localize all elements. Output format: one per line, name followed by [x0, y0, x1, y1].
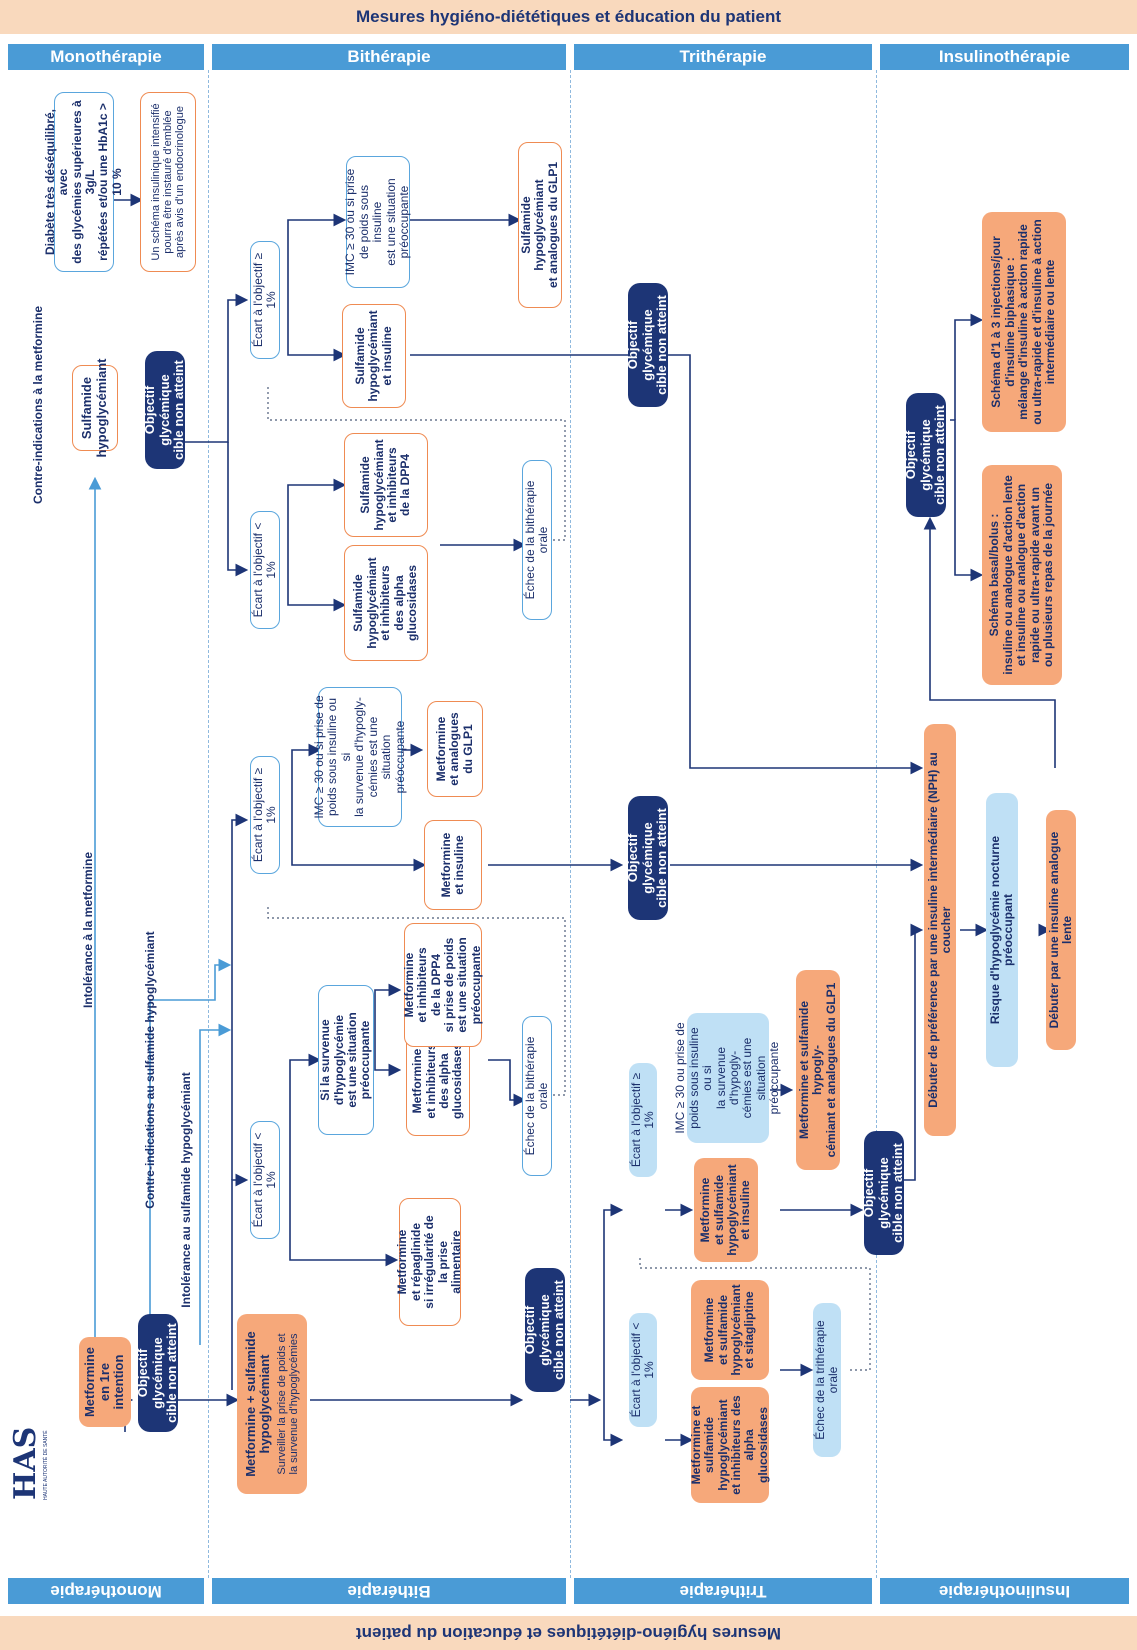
footer-monotherapie: Monothérapie	[8, 1578, 204, 1604]
node-biphasique: Schéma d'1 à 3 injections/jour d'insulin…	[982, 212, 1066, 432]
node-objectif-bitherapie: Objectif glycémique cible non atteint	[522, 1268, 566, 1392]
node-echec-bitherapie-met: Échec de la bithérapie orale	[522, 1016, 552, 1176]
node-objectif-bi-sulfamide: Objectif glycémique cible non atteint	[625, 283, 669, 407]
label-intol-metformine: Intolérance à la metformine	[81, 851, 95, 1009]
label-ecart-ge1-tri: Écart à l'objectif ≥ 1%	[629, 1063, 657, 1177]
label-ecart-lt1-met: Écart à l'objectif < 1%	[250, 1121, 280, 1239]
node-metformine-repaglinide: Metformine et répaglinide si irrégularit…	[395, 1198, 463, 1326]
node-objectif-mono: Objectif glycémique cible non atteint	[135, 1314, 179, 1432]
label-ecart-ge1-sulf: Écart à l'objectif ≥ 1%	[250, 241, 280, 359]
node-risque-hypoglycemie: Risque d'hypoglycémie nocturne préoccupa…	[986, 793, 1018, 1067]
footer-insulinotherapie: Insulinothérapie	[880, 1578, 1129, 1604]
node-tri-sitagliptine: Metformine et sulfamide hypoglycémiant e…	[691, 1280, 769, 1380]
column-separator	[570, 70, 571, 1578]
node-si-hypoglycemie: Si la survenue d'hypoglycémie est une si…	[318, 985, 374, 1135]
footer-tritherapie: Trithérapie	[574, 1578, 872, 1604]
node-metformine-sulfamide: Metformine + sulfamide hypoglycémiant Su…	[237, 1314, 307, 1494]
node-echec-tritherapie: Échec de la trithérapie orale	[813, 1303, 841, 1457]
header-tritherapie: Trithérapie	[574, 44, 872, 70]
node-diabete-desequilibre: Diabète très déséquilibré, avec des glyc…	[43, 92, 124, 272]
node-metformine-glp1: Metformine et analogues du GLP1	[427, 701, 483, 797]
label-ecart-ge1-met: Écart à l'objectif ≥ 1%	[250, 756, 280, 874]
label-intol-sulfamide: Intolérance au sulfamide hypoglycémiant	[179, 1072, 193, 1308]
node-basal-bolus: Schéma basal/bolus : insuline ou analogu…	[982, 465, 1062, 685]
node-objectif-tritherapie: Objectif glycémique cible non atteint	[861, 1131, 905, 1255]
node-tri-alpha: Metformine et sulfamide hypoglycémiant e…	[689, 1387, 770, 1503]
node-schema-intensifie: Un schéma insulinique intensifié pourra …	[140, 92, 196, 272]
banner-bottom: Mesures hygiéno-diététiques et éducation…	[0, 1616, 1137, 1650]
node-tri-insuline: Metformine et sulfamide hypoglycémiant e…	[694, 1158, 758, 1262]
node-debuter-lente: Débuter par une insuline analogue lente	[1046, 810, 1076, 1050]
node-echec-bitherapie-sulf: Échec de la bithérapie orale	[522, 460, 552, 620]
footer-bitherapie: Bithérapie	[212, 1578, 566, 1604]
node-objectif-bi-metformine: Objectif glycémique cible non atteint	[625, 796, 669, 920]
label-ci-sulfamide: Contre-indications au sulfamide hypoglyc…	[143, 931, 157, 1209]
label-ecart-lt1-sulf: Écart à l'objectif < 1%	[250, 511, 280, 629]
node-sulfamide-insuline: Sulfamide hypoglycémiant et insuline	[342, 304, 406, 408]
label-ecart-lt1-tri: Écart à l'objectif < 1%	[629, 1313, 657, 1427]
node-imc-met: IMC ≥ 30 ou si prise de poids sous insul…	[312, 687, 407, 827]
node-sulfamide-dpp4: Sulfamide hypoglycémiant et inhibiteurs …	[344, 433, 428, 537]
header-insulinotherapie: Insulinothérapie	[880, 44, 1129, 70]
column-separator	[208, 70, 209, 1578]
node-imc-tri: IMC ≥ 30 ou prise de poids sous insuline…	[673, 1013, 781, 1143]
node-metformine-dpp4: Metformine et inhibiteurs de la DPP4 si …	[402, 923, 483, 1047]
node-metformine: Metformine en 1re intention	[79, 1337, 131, 1427]
has-logo: HAS HAUTE AUTORITÉ DE SANTÉ	[8, 1426, 49, 1500]
node-sulfamide-alpha: Sulfamide hypoglycémiant et inhibiteurs …	[344, 545, 428, 661]
node-metformine-sulfamide-note: Surveiller la prise de poids et la surve…	[275, 1333, 301, 1475]
column-separator	[876, 70, 877, 1578]
node-imc-sulf: IMC ≥ 30 ou si prise de poids sous insul…	[343, 156, 411, 288]
label-ci-metformine: Contre-indications à la metformine	[31, 305, 45, 505]
node-metformine-insuline: Metformine et insuline	[424, 820, 482, 910]
node-objectif-sulfamide: Objectif glycémique cible non atteint	[142, 351, 186, 469]
node-sulfamide-glp1: Sulfamide hypoglycémiant et analogues du…	[518, 142, 562, 308]
header-monotherapie: Monothérapie	[8, 44, 204, 70]
header-bitherapie: Bithérapie	[212, 44, 566, 70]
banner-top: Mesures hygiéno-diététiques et éducation…	[0, 0, 1137, 34]
node-debuter-nph: Débuter de préférence par une insuline i…	[924, 724, 956, 1136]
node-objectif-insulinotherapie: Objectif glycémique cible non atteint	[903, 393, 947, 517]
node-sulfamide: Sulfamide hypoglycémiant	[72, 359, 118, 457]
node-tri-glp1: Metformine et sulfamide hypogly- cémiant…	[796, 970, 840, 1170]
node-metformine-sulfamide-title: Metformine + sulfamide hypoglycémiant	[242, 1331, 273, 1477]
